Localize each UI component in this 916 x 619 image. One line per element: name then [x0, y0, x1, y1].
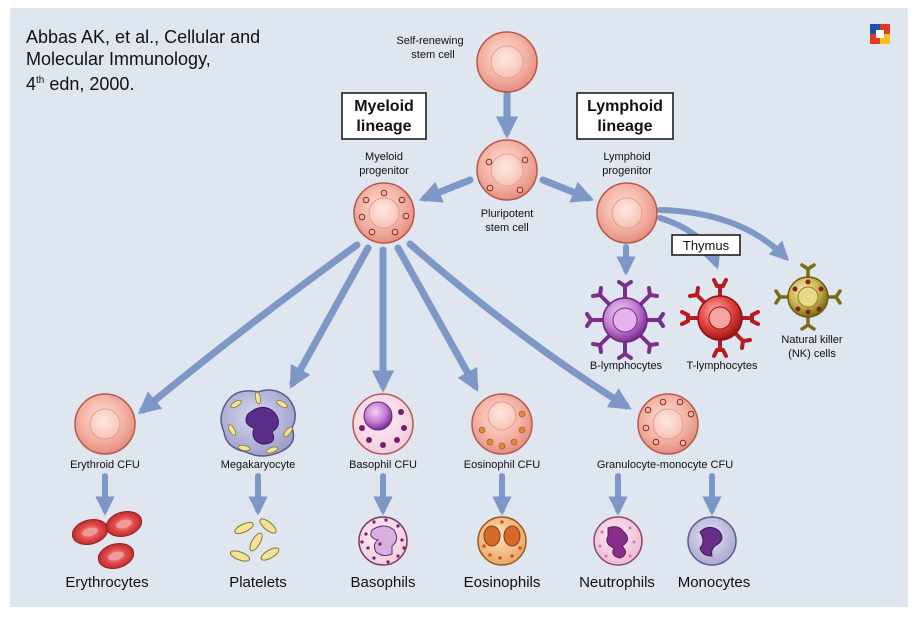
b-lymphocytes-label: B-lymphocytes — [590, 360, 663, 372]
eosinophils-cell — [477, 516, 527, 566]
monocytes-cell — [687, 516, 737, 566]
basophil-cfu-cell — [352, 393, 414, 455]
basophil-cfu-label: Basophil CFU — [349, 459, 417, 471]
myeloid-lineage-title-1: Myeloid — [354, 98, 414, 115]
diagram-panel — [10, 8, 908, 607]
megakaryocyte-cell — [220, 389, 296, 457]
platelets-label: Platelets — [229, 574, 287, 591]
citation: Abbas AK, et al., Cellular and Molecular… — [26, 26, 260, 95]
myeloid-progenitor-label-1: Myeloid — [365, 151, 403, 163]
arrow-pluri-to-myeloid — [418, 176, 474, 203]
myeloid-progenitor-label-2: progenitor — [359, 165, 409, 177]
b-lymphocyte-cell — [585, 280, 665, 360]
pluripotent-label-2: stem cell — [485, 222, 528, 234]
eosinophils-label: Eosinophils — [464, 574, 541, 591]
arrows — [95, 90, 790, 516]
lymphoid-lineage-box: Lymphoid lineage — [576, 92, 674, 140]
myeloid-progenitor-cell — [353, 182, 415, 244]
erythrocytes-label: Erythrocytes — [65, 574, 148, 591]
arrow-myeloid-to-erythroid — [137, 241, 361, 415]
self-renewing-label-2: stem cell — [411, 49, 454, 61]
self-renewing-stem-cell — [476, 31, 538, 93]
self-renewing-label-1: Self-renewing — [396, 35, 463, 47]
arrow-lymphoid-to-nk — [657, 207, 790, 262]
citation-line-3: 4th edn, 2000. — [26, 74, 135, 94]
thymus-label: Thymus — [683, 238, 730, 253]
arrow-myeloid-to-megakaryocyte — [289, 244, 372, 389]
pluripotent-label-1: Pluripotent — [481, 208, 534, 220]
neutrophils-cell — [593, 516, 643, 566]
nk-cells-label-1: Natural killer — [781, 334, 842, 346]
lymphoid-progenitor-label-2: progenitor — [602, 165, 652, 177]
arrow-pluri-to-lymphoid — [539, 176, 595, 203]
eosinophil-cfu-label: Eosinophil CFU — [464, 459, 540, 471]
neutrophils-label: Neutrophils — [579, 574, 655, 591]
erythroid-cfu-cell — [74, 393, 136, 455]
basophils-cell — [358, 516, 408, 566]
lymphoid-lineage-title-1: Lymphoid — [587, 98, 663, 115]
granulocyte-monocyte-cfu-cell — [637, 393, 699, 455]
nk-cells-label-2: (NK) cells — [788, 348, 836, 360]
myeloid-lineage-box: Myeloid lineage — [341, 92, 427, 140]
publisher-logo — [870, 24, 890, 44]
citation-line-2: Molecular Immunology, — [26, 49, 211, 69]
thymus-box: Thymus — [671, 234, 741, 256]
lymphoid-progenitor-label-1: Lymphoid — [603, 151, 650, 163]
erythrocytes-cells — [71, 511, 143, 569]
granulocyte-monocyte-cfu-label: Granulocyte-monocyte CFU — [597, 459, 733, 471]
platelets-cells — [230, 518, 280, 562]
pluripotent-stem-cell — [476, 139, 538, 201]
myeloid-lineage-title-2: lineage — [356, 118, 411, 135]
monocytes-label: Monocytes — [678, 574, 751, 591]
arrow-myeloid-to-eosinophil — [394, 244, 479, 392]
t-lymphocytes-label: T-lymphocytes — [687, 360, 758, 372]
nk-cell — [774, 263, 842, 331]
lymphoid-progenitor-cell — [596, 182, 658, 244]
megakaryocyte-label: Megakaryocyte — [221, 459, 296, 471]
citation-line-1: Abbas AK, et al., Cellular and — [26, 27, 261, 47]
arrow-myeloid-to-gm — [406, 240, 632, 410]
basophils-label: Basophils — [350, 574, 415, 591]
eosinophil-cfu-cell — [471, 393, 533, 455]
lymphoid-lineage-title-2: lineage — [597, 118, 652, 135]
erythroid-cfu-label: Erythroid CFU — [70, 459, 140, 471]
t-lymphocyte-cell — [680, 278, 760, 358]
